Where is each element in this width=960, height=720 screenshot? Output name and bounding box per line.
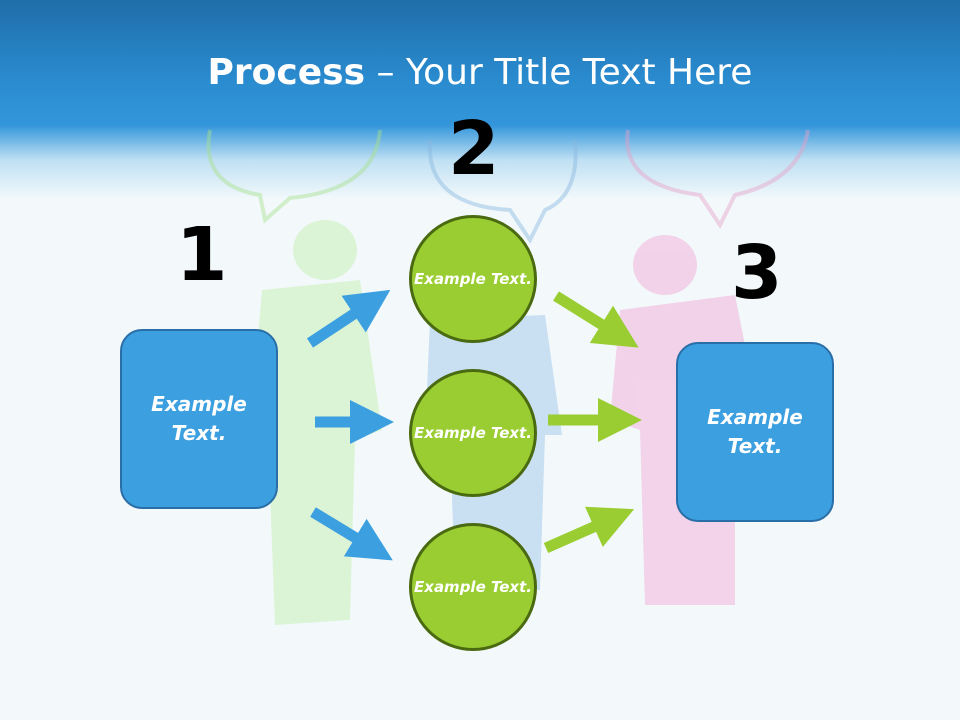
step-number-2: 2 (448, 106, 500, 192)
green-arrows (543, 291, 642, 554)
speech-bubbles (206, 129, 810, 244)
arrow-from-circle-1 (553, 291, 639, 348)
blue-arrows (306, 289, 394, 561)
step-number-1: 1 (176, 212, 228, 298)
title-banner (0, 0, 960, 200)
arrow-to-circle-1 (306, 289, 391, 348)
step-2-circle-3: Example Text. (409, 523, 537, 651)
step-3-box: Example Text. (676, 342, 834, 522)
step-number-3: 3 (731, 230, 783, 316)
step-2-circle-2: Example Text. (409, 369, 537, 497)
arrow-from-circle-3 (543, 506, 635, 554)
step-1-box: Example Text. (120, 329, 278, 509)
slide-title: Process – Your Title Text Here (207, 52, 753, 93)
arrow-to-circle-3 (310, 507, 393, 561)
step-2-circle-1: Example Text. (409, 215, 537, 343)
